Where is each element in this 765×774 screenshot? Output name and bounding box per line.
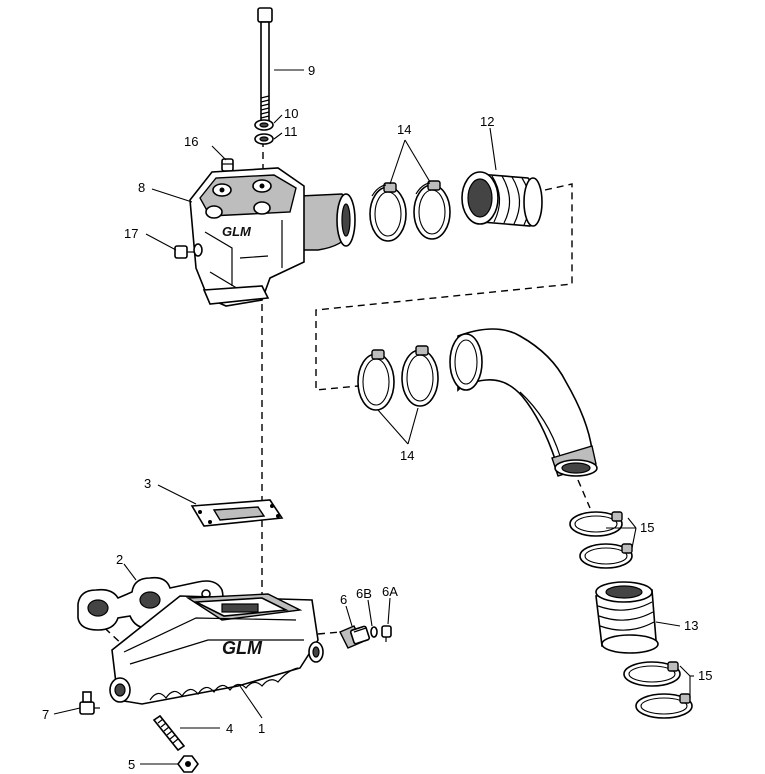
exhaust-pipe xyxy=(449,328,598,477)
bolt-9 xyxy=(257,7,273,123)
callout-1: 1 xyxy=(258,721,265,736)
hose-clamps-14-lower xyxy=(357,345,439,411)
plug-6A xyxy=(381,625,392,642)
clamp-15-upper-a xyxy=(569,511,623,537)
clamp-15-lower-a xyxy=(623,661,681,687)
clamp-14-lower-b xyxy=(401,345,439,407)
leader-lines xyxy=(53,69,694,765)
washer-6B xyxy=(370,626,378,638)
drain-plug-17 xyxy=(174,245,194,259)
callout-12: 12 xyxy=(480,114,494,129)
fitting-7 xyxy=(79,691,100,715)
callout-14-upper: 14 xyxy=(397,122,411,137)
hose-clamps-14-upper xyxy=(369,180,451,242)
clamp-14-lower-a xyxy=(357,349,395,411)
fitting-6 xyxy=(339,625,371,649)
washer-11 xyxy=(254,133,274,145)
stud-4 xyxy=(152,714,186,752)
clamp-14-upper-a xyxy=(369,182,407,242)
callout-6A: 6A xyxy=(382,584,398,599)
elbow-logo: GLM xyxy=(222,224,252,239)
lock-washer-10 xyxy=(254,119,274,131)
exhaust-elbow-8: GLM xyxy=(189,167,356,307)
gasket-3 xyxy=(190,499,284,527)
callout-labels: 9 10 11 16 8 17 14 12 14 3 2 15 13 15 6 … xyxy=(42,63,712,772)
callout-17: 17 xyxy=(124,226,138,241)
plug-16 xyxy=(221,158,234,172)
clamp-15-lower-b xyxy=(635,693,693,719)
nut-5 xyxy=(177,755,199,773)
clamp-14-upper-b xyxy=(413,180,451,240)
callout-5: 5 xyxy=(128,757,135,772)
callout-8: 8 xyxy=(138,180,145,195)
hose-clamps-15-lower xyxy=(623,661,693,719)
callout-9: 9 xyxy=(308,63,315,78)
callout-2: 2 xyxy=(116,552,123,567)
callout-3: 3 xyxy=(144,476,151,491)
manifold-gasket-2 xyxy=(77,576,224,631)
hose-clamps-15-upper xyxy=(569,511,633,569)
coupling-hose-13 xyxy=(595,581,659,654)
clamp-15-upper-b xyxy=(579,543,633,569)
callout-7: 7 xyxy=(42,707,49,722)
callout-14-lower: 14 xyxy=(400,448,414,463)
bellows-hose-12 xyxy=(461,171,543,227)
callout-15-lower: 15 xyxy=(698,668,712,683)
callout-13: 13 xyxy=(684,618,698,633)
exhaust-manifold-1: GLM xyxy=(109,593,324,705)
callout-11: 11 xyxy=(284,124,298,139)
callout-16: 16 xyxy=(184,134,198,149)
callout-10: 10 xyxy=(284,106,298,121)
callout-6B: 6B xyxy=(356,586,372,601)
manifold-logo: GLM xyxy=(222,638,263,658)
callout-15-upper: 15 xyxy=(640,520,654,535)
callout-4: 4 xyxy=(226,721,233,736)
callout-6: 6 xyxy=(340,592,347,607)
